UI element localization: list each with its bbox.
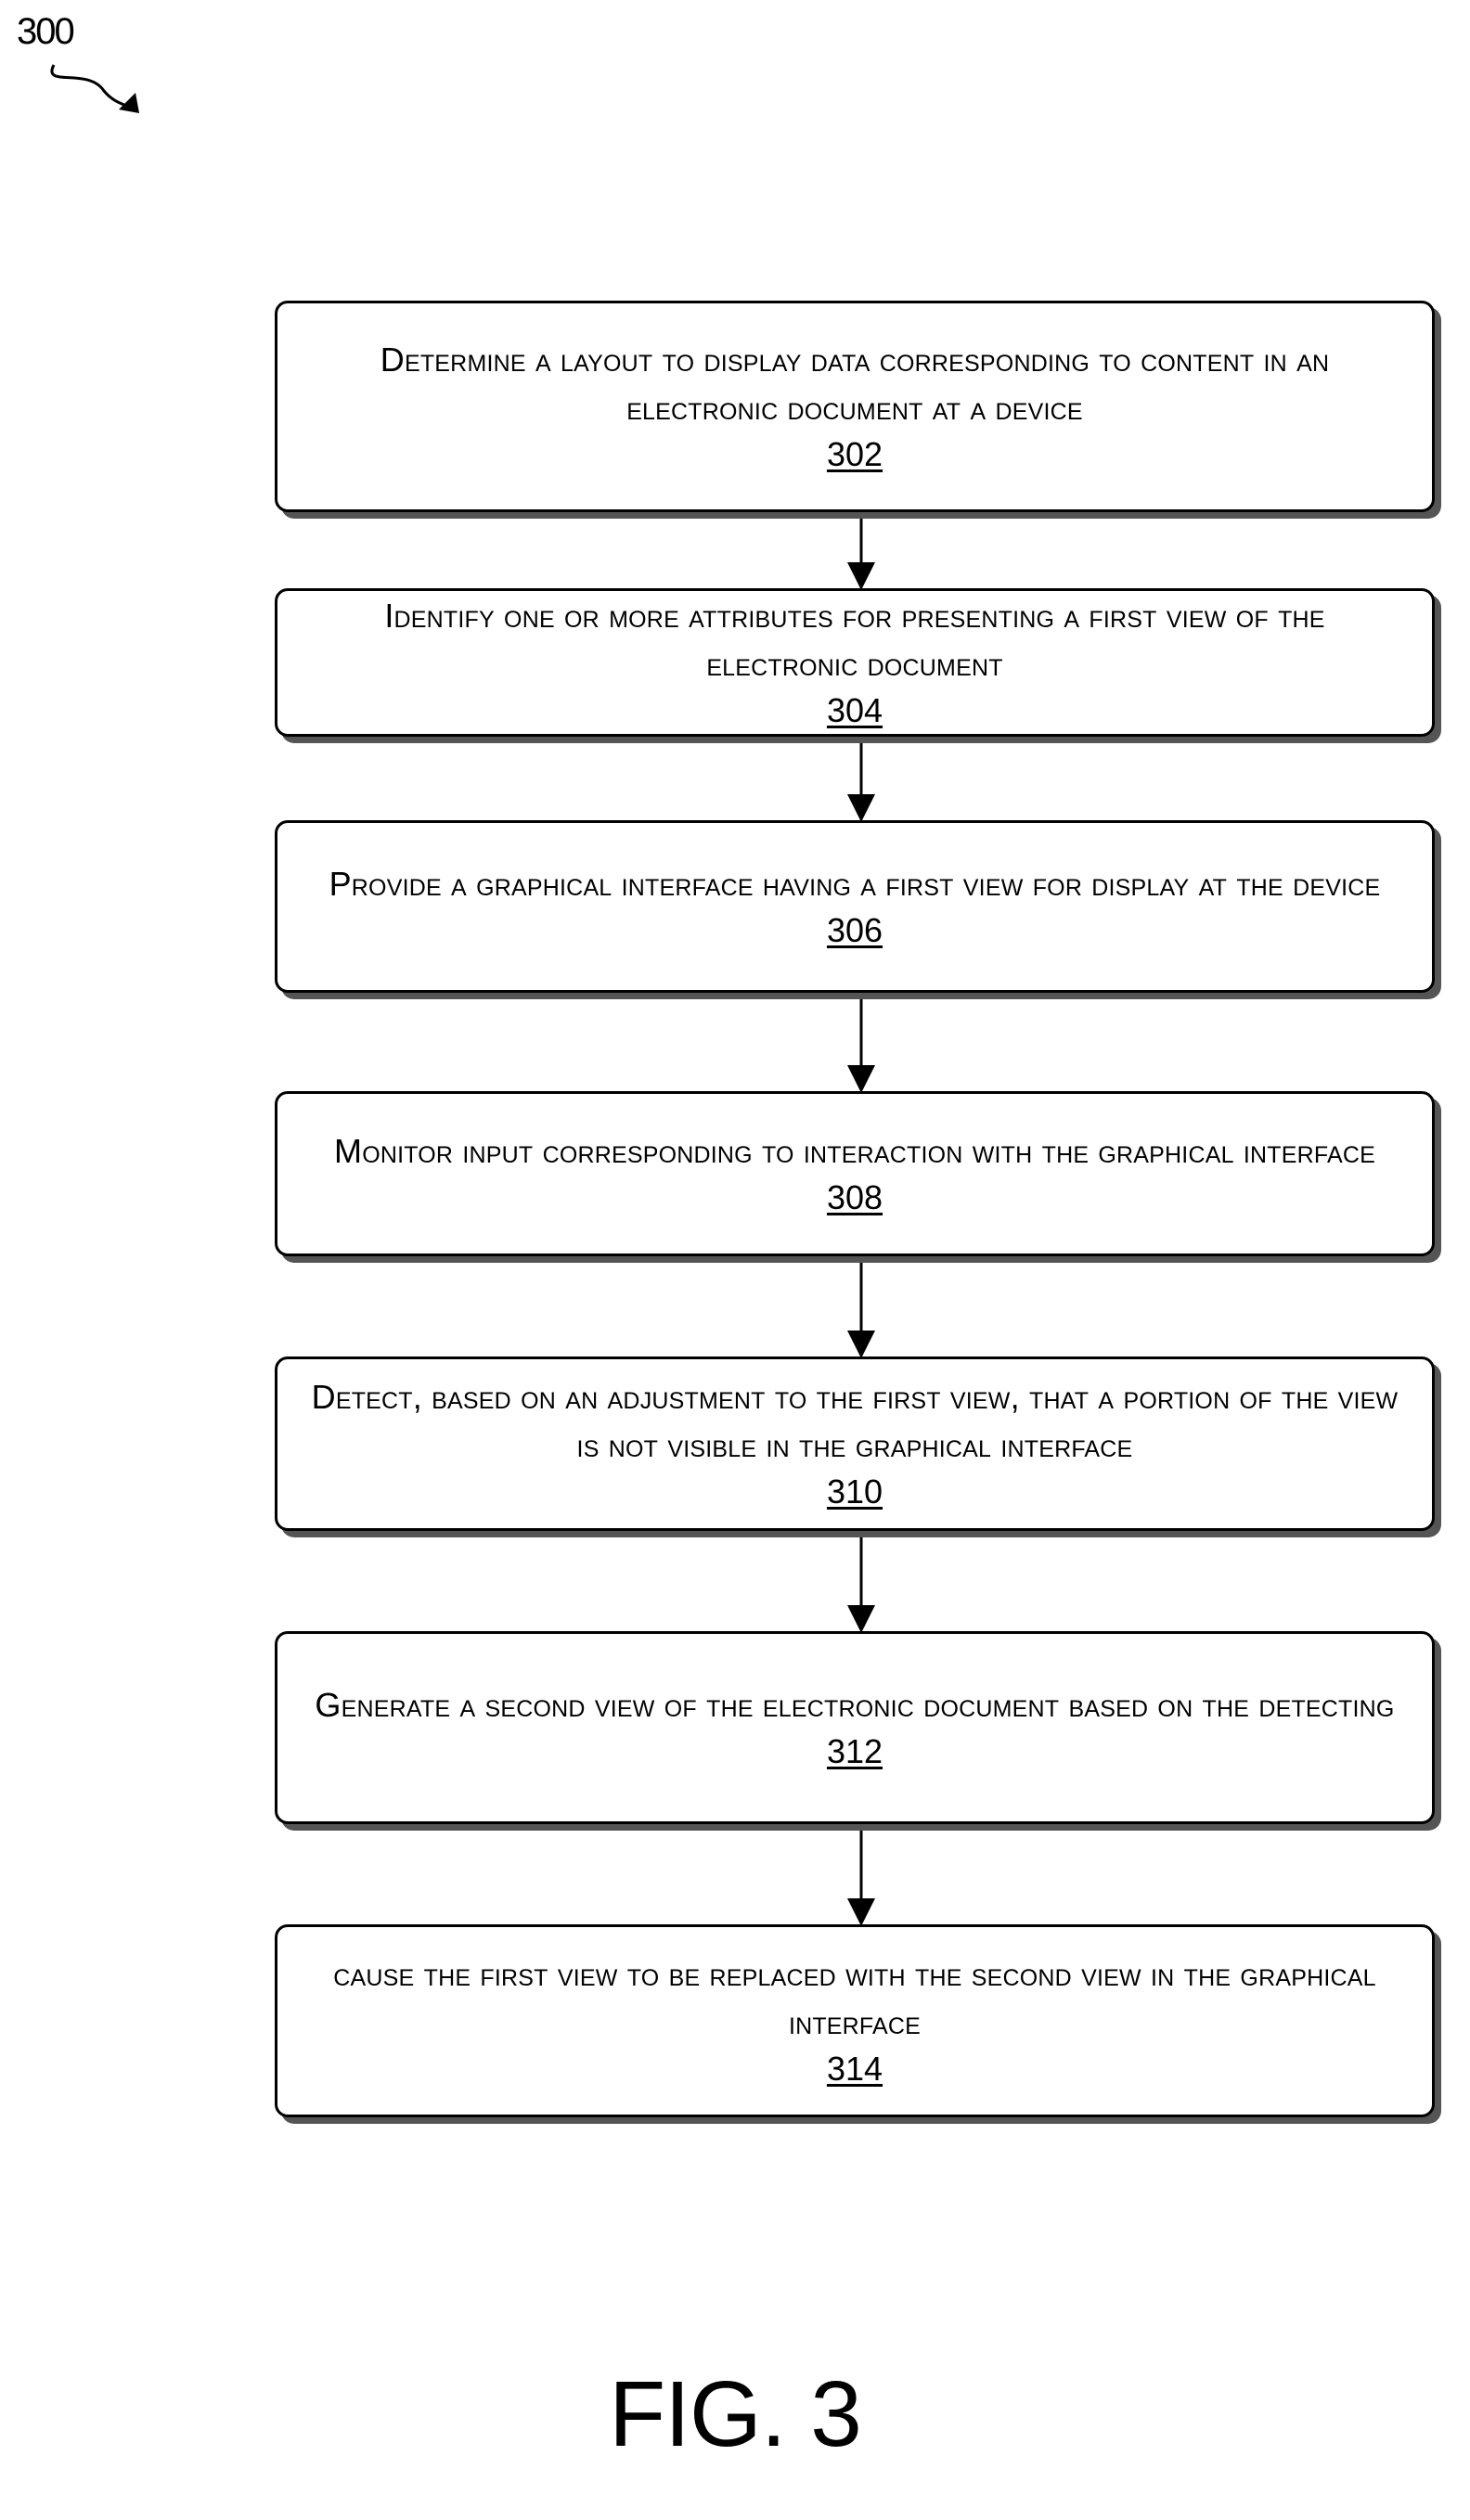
step-304-text: Identify one or more attributes for pres… xyxy=(277,592,1432,688)
step-312-box: Generate a second view of the electronic… xyxy=(275,1631,1435,1824)
step-308-text: Monitor input corresponding to interacti… xyxy=(306,1127,1403,1176)
step-304-box: Identify one or more attributes for pres… xyxy=(275,588,1435,737)
step-306-box: Provide a graphical interface having a f… xyxy=(275,820,1435,993)
step-314-number: 314 xyxy=(827,2047,883,2091)
step-310-number: 310 xyxy=(827,1470,883,1514)
step-310-text: Detect, based on an adjustment to the fi… xyxy=(277,1373,1432,1470)
step-302-number: 302 xyxy=(827,432,883,477)
step-306-number: 306 xyxy=(827,908,883,953)
step-314-text: cause the first view to be replaced with… xyxy=(277,1950,1432,2047)
step-310-box: Detect, based on an adjustment to the fi… xyxy=(275,1356,1435,1531)
step-314-box: cause the first view to be replaced with… xyxy=(275,1924,1435,2117)
step-312-text: Generate a second view of the electronic… xyxy=(287,1681,1422,1729)
step-302-box: Determine a layout to display data corre… xyxy=(275,301,1435,512)
step-308-box: Monitor input corresponding to interacti… xyxy=(275,1091,1435,1256)
step-306-text: Provide a graphical interface having a f… xyxy=(302,860,1409,908)
step-304-number: 304 xyxy=(827,688,883,733)
reference-arrow-icon xyxy=(52,65,135,109)
step-308-number: 308 xyxy=(827,1176,883,1220)
step-302-text: Determine a layout to display data corre… xyxy=(277,336,1432,432)
step-312-number: 312 xyxy=(827,1729,883,1774)
figure-reference-number: 300 xyxy=(17,11,73,53)
figure-title: FIG. 3 xyxy=(0,2361,1470,2468)
